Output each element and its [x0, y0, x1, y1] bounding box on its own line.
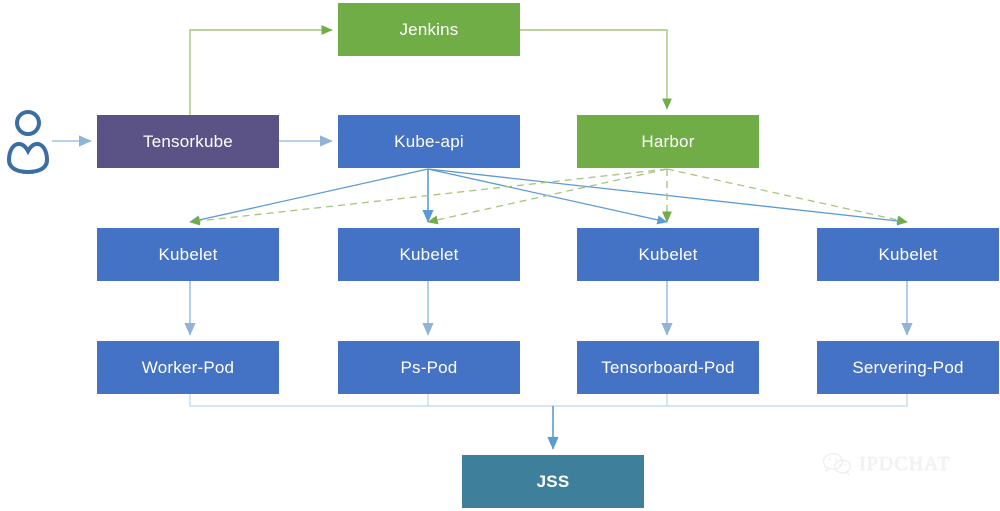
edge-kubeapi-to-kubelet-3 [427, 168, 668, 225]
edge-kubeapi-to-kubelet-4 [427, 168, 908, 226]
edge-jenkins-to-harbor [520, 29, 672, 110]
edge-harbor-to-kubelet-2 [427, 168, 668, 225]
node-label: Servering-Pod [852, 358, 964, 377]
node-servering-pod[interactable]: Servering-Pod [817, 341, 999, 394]
node-label: Kubelet [158, 245, 218, 264]
edge-tensorkube-to-jenkins [189, 25, 333, 115]
node-ps-pod[interactable]: Ps-Pod [338, 341, 520, 394]
node-jss[interactable]: JSS [462, 455, 644, 508]
watermark-text: IPDCHAT [859, 452, 951, 475]
node-tensorkube[interactable]: Tensorkube [97, 115, 279, 168]
node-kubelet-3[interactable]: Kubelet [577, 228, 759, 281]
node-label: Ps-Pod [400, 358, 458, 377]
edge-kubeapi-to-kubelet-1 [189, 168, 429, 225]
node-kubelet-2[interactable]: Kubelet [338, 228, 520, 281]
wechat-icon [822, 453, 851, 476]
node-kube-api[interactable]: Kube-api [338, 115, 520, 168]
node-label: Tensorboard-Pod [601, 358, 735, 377]
node-label: Kubelet [638, 245, 698, 264]
node-worker-pod[interactable]: Worker-Pod [97, 341, 279, 394]
node-kubelet-4[interactable]: Kubelet [817, 228, 999, 281]
node-label: Tensorkube [143, 132, 233, 151]
node-label: Worker-Pod [141, 358, 235, 377]
watermark: IPDCHAT [822, 452, 950, 476]
edge-harbor-to-kubelet-1 [189, 168, 668, 226]
node-tensorboard-pod[interactable]: Tensorboard-Pod [577, 341, 759, 394]
edge-harbor-to-kubelet-4 [666, 168, 908, 225]
node-jenkins[interactable]: Jenkins [338, 3, 520, 56]
node-label: Harbor [641, 132, 695, 151]
node-label: Jenkins [399, 20, 459, 39]
node-label: Kubelet [878, 245, 938, 264]
node-kubelet-1[interactable]: Kubelet [97, 228, 279, 281]
node-label: Kubelet [399, 245, 459, 264]
edge-pods-bus [189, 394, 908, 407]
node-label: JSS [536, 472, 570, 491]
node-harbor[interactable]: Harbor [577, 115, 759, 168]
node-label: Kube-api [394, 132, 464, 151]
user-icon [6, 110, 50, 174]
